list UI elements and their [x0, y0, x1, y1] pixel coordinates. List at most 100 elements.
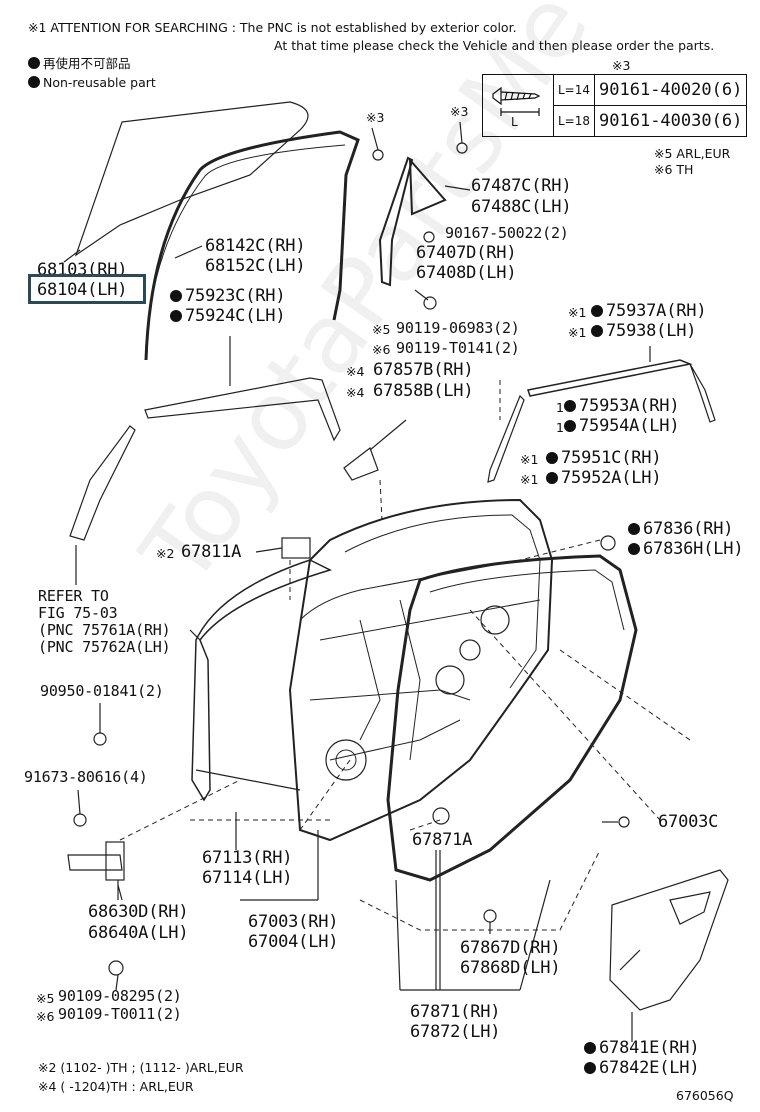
legend-jp-text: 再使用不可部品: [43, 56, 131, 71]
refer-note[interactable]: FIG 75-03: [38, 604, 118, 622]
part-number[interactable]: 75938(LH): [591, 323, 697, 340]
part-number[interactable]: 68630D(RH): [88, 902, 189, 922]
quarter-glass-67487: [408, 157, 447, 216]
part-number[interactable]: 67842E(LH): [584, 1060, 700, 1077]
service-hole-cover: [609, 869, 729, 1011]
screw-a: [372, 149, 384, 161]
legend-jp: 再使用不可部品: [28, 57, 131, 71]
screw-length-letter: L: [511, 115, 518, 129]
legend-en: Non-reusable part: [28, 76, 156, 90]
bullet-icon: [591, 325, 603, 337]
screw-part-number: 90161-40020(6): [594, 74, 748, 106]
part-number[interactable]: 67407D(RH): [416, 243, 517, 263]
bullet-icon: [591, 305, 603, 317]
part-number[interactable]: 75937A(RH): [591, 303, 707, 320]
part-number[interactable]: 75952A(LH): [546, 470, 662, 487]
highlighted-part-box: [28, 274, 146, 304]
refer-note[interactable]: (PNC 75762A(LH): [38, 638, 171, 656]
bullet-icon: [564, 400, 576, 412]
screw-drawing-cell: L: [482, 74, 554, 137]
part-number[interactable]: 67868D(LH): [460, 958, 561, 978]
door-outer-panel: [191, 559, 333, 802]
part-number[interactable]: 90119-T0141(2): [396, 339, 520, 357]
bullet-icon: [628, 543, 640, 555]
refer-note: REFER TO: [38, 587, 109, 605]
ref-label: 1: [556, 420, 564, 435]
part-number[interactable]: 67867D(RH): [460, 938, 561, 958]
attention-note: ※1 ATTENTION FOR SEARCHING : The PNC is …: [28, 20, 517, 35]
label-67811: [281, 537, 311, 559]
note-arl-eur: ※5 ARL,EUR: [654, 146, 731, 161]
ref-label: ※4: [346, 364, 365, 379]
ref-label: ※6: [372, 342, 391, 357]
part-number[interactable]: 75953A(RH): [564, 398, 680, 415]
ref-label: ※4: [346, 385, 365, 400]
refer-note[interactable]: (PNC 75761A(RH): [38, 621, 171, 639]
part-number[interactable]: 68152C(LH): [205, 256, 306, 276]
part-number[interactable]: 67408D(LH): [416, 263, 517, 283]
part-number[interactable]: 90167-50022(2): [445, 224, 569, 242]
part-number[interactable]: 75954A(LH): [564, 418, 680, 435]
footnote: ※4 ( -1204)TH : ARL,EUR: [38, 1079, 194, 1094]
part-number[interactable]: 75951C(RH): [546, 450, 662, 467]
bullet-icon: [546, 452, 558, 464]
part-number[interactable]: 90119-06983(2): [396, 319, 520, 337]
door-weatherstrip: [386, 554, 638, 882]
table-row: L L=14 90161-40020(6): [482, 74, 748, 137]
bullet-icon: [584, 1062, 596, 1074]
ref-label: ※1: [520, 472, 539, 487]
part-number[interactable]: 67836H(LH): [628, 541, 744, 558]
footnote: ※2 (1102- )TH ; (1112- )ARL,EUR: [38, 1060, 244, 1075]
ref-label: ※6: [36, 1009, 55, 1024]
part-number[interactable]: 67811A: [181, 542, 242, 562]
upper-moulding: [527, 359, 693, 397]
ref-label: ※5: [372, 322, 391, 337]
part-number[interactable]: 67872(LH): [410, 1022, 501, 1042]
part-number[interactable]: 67488C(LH): [471, 197, 572, 217]
ref-label: ※3: [450, 104, 469, 119]
ref-label: ※2: [156, 546, 175, 561]
part-number[interactable]: 68142C(RH): [205, 236, 306, 256]
pillar-garnish: [69, 425, 136, 541]
division-bar: [378, 156, 414, 287]
part-number[interactable]: 91673-80616(4): [24, 768, 148, 786]
part-number[interactable]: 75924C(LH): [170, 308, 286, 325]
bullet-icon: [170, 310, 182, 322]
part-number[interactable]: 67114(LH): [202, 868, 293, 888]
screw-table-ref: ※3: [612, 58, 631, 73]
ref-label: ※5: [36, 991, 55, 1006]
belt-moulding: [144, 377, 341, 442]
attention-note-2: At that time please check the Vehicle an…: [274, 38, 715, 53]
bullet-icon: [28, 57, 40, 69]
screw-spec-table: L L=14 90161-40020(6) L=18 90161-40030(6…: [482, 74, 748, 137]
part-number[interactable]: 68640A(LH): [88, 923, 189, 943]
note-th: ※6 TH: [654, 162, 694, 177]
part-number[interactable]: 90109-08295(2): [58, 987, 182, 1005]
ref-label: ※1: [520, 452, 539, 467]
table-row: L=18 90161-40030(6): [483, 105, 748, 137]
part-number[interactable]: 67841E(RH): [584, 1040, 700, 1057]
illustration-code: 676056Q: [676, 1088, 734, 1103]
part-number[interactable]: 67871A: [412, 830, 473, 850]
part-number[interactable]: 67871(RH): [410, 1002, 501, 1022]
clip-67871A: [432, 807, 450, 825]
part-number[interactable]: 67004(LH): [248, 932, 339, 952]
part-number[interactable]: 67858B(LH): [373, 381, 474, 401]
part-number[interactable]: 67857B(RH): [373, 360, 474, 380]
garnish-67857: [343, 447, 379, 481]
part-number[interactable]: 67113(RH): [202, 848, 293, 868]
clip-67836: [600, 535, 616, 551]
part-number[interactable]: 67487C(RH): [471, 176, 572, 196]
part-number-highlighted[interactable]: 68104(LH): [37, 280, 128, 300]
part-number[interactable]: 90950-01841(2): [40, 682, 164, 700]
screw-part-number: 90161-40030(6): [594, 105, 748, 137]
bullet-icon: [628, 523, 640, 535]
part-number[interactable]: 67003(RH): [248, 912, 339, 932]
part-number[interactable]: 75923C(RH): [170, 288, 286, 305]
legend-en-text: Non-reusable part: [43, 75, 156, 90]
part-number[interactable]: 67836(RH): [628, 521, 734, 538]
part-number[interactable]: 90109-T0011(2): [58, 1005, 182, 1023]
part-number[interactable]: 67003C: [658, 812, 719, 832]
clip-67003C: [618, 816, 630, 828]
